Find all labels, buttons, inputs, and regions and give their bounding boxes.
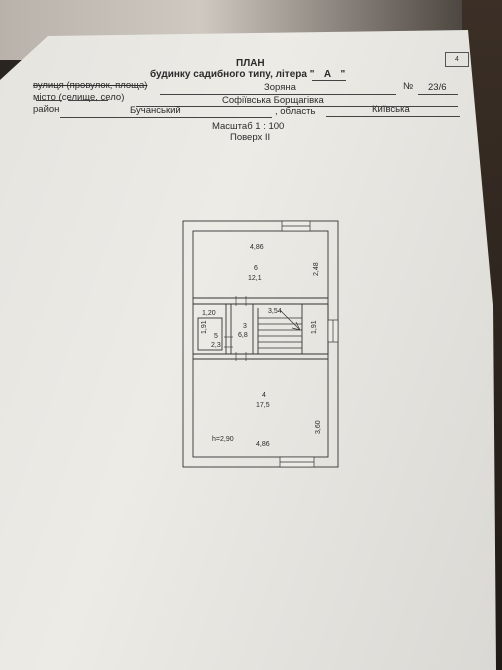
- city-strike-2: [68, 100, 108, 101]
- room6-side-label: 2,48: [313, 262, 320, 276]
- room5-side-label: 1,91: [201, 320, 208, 334]
- street-underline: [160, 94, 396, 95]
- windows: [279, 220, 339, 468]
- room3-number: 3: [243, 323, 247, 330]
- number-label: №: [403, 81, 414, 92]
- district-value: Бучанський: [130, 105, 181, 116]
- bottom-width-label: 4,86: [256, 441, 270, 448]
- room4-side-label: 3,60: [315, 420, 322, 434]
- subtitle-prefix: будинку садибного типу, літера ": [150, 69, 315, 80]
- outer-wall: [182, 220, 339, 468]
- floor-text: Поверх II: [230, 132, 271, 143]
- room4-number: 4: [262, 392, 266, 399]
- room3-area: 6,8: [238, 332, 248, 339]
- room5-number: 5: [214, 333, 218, 340]
- street-label: вулиця (провулок, площа): [33, 80, 148, 91]
- number-value: 23/6: [428, 82, 447, 93]
- litera-underline: [312, 80, 346, 81]
- document-title: ПЛАН: [236, 58, 265, 69]
- city-strike-1: [36, 100, 62, 101]
- room6-number: 6: [254, 265, 258, 272]
- stair-width-label: 3,54: [268, 308, 282, 315]
- room5-inner: [197, 317, 223, 351]
- oblast-underline: [326, 116, 460, 117]
- room4-area: 17,5: [256, 402, 270, 409]
- document-subtitle: будинку садибного типу, літера " А ": [150, 69, 345, 80]
- street-value: Зоряна: [264, 82, 296, 93]
- page-number: 4: [445, 52, 469, 67]
- scale-text: Масштаб 1 : 100: [212, 121, 285, 132]
- number-underline: [418, 94, 458, 95]
- height-label: h=2,90: [212, 436, 234, 443]
- subtitle-suffix: ": [340, 69, 346, 80]
- oblast-suffix: , область: [275, 106, 316, 117]
- stairs: [258, 309, 302, 349]
- district-underline: [60, 117, 272, 118]
- top-width-label: 4,86: [250, 244, 264, 251]
- district-label: район: [33, 104, 60, 115]
- room6-area: 12,1: [248, 275, 262, 282]
- stair-side-label: 1,91: [311, 320, 318, 334]
- litera-value: А: [323, 69, 332, 80]
- city-underline: [136, 106, 458, 107]
- door-marks: [224, 296, 247, 361]
- city-label: місто (селище, село): [33, 92, 125, 103]
- room5-width-label: 1,20: [202, 310, 216, 317]
- city-value: Софіївська Борщагівка: [222, 95, 324, 106]
- oblast-value: Київська: [372, 104, 410, 115]
- room5-area: 2,3: [211, 342, 221, 349]
